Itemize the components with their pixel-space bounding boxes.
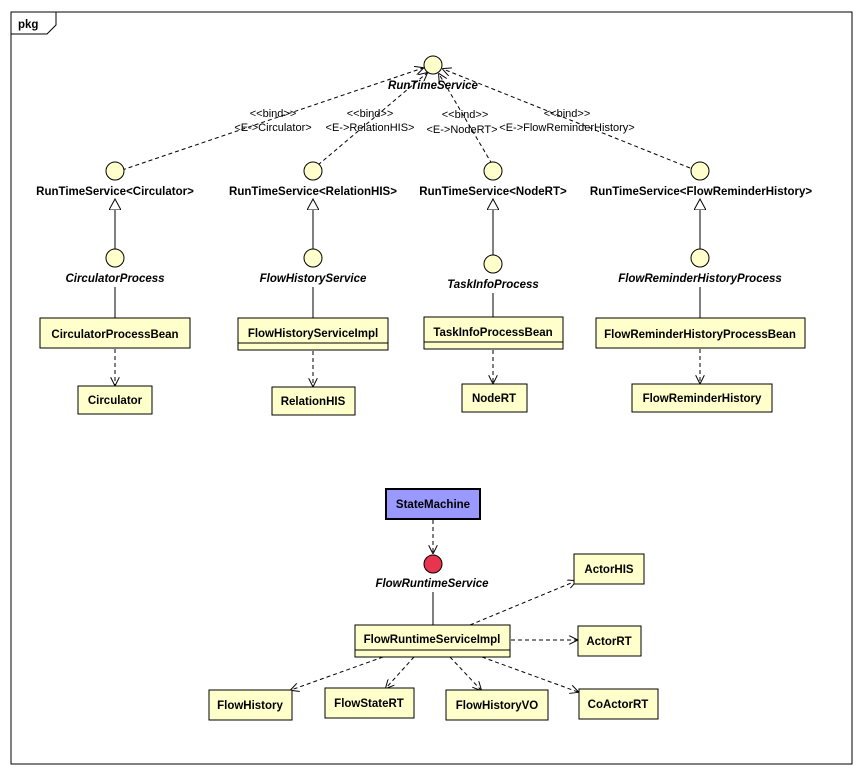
package-frame [10,11,853,765]
bind-param-4: <E->FlowReminderHistory> [499,122,634,134]
runtimeservice-label: RunTimeService [388,80,479,92]
class-label-flowhistory: FlowHistory [217,700,283,712]
class-flowhistoryserviceimpl [237,317,389,351]
flowruntimeservice-interface-icon [423,554,443,574]
sub-interface-label-flowhistoryservice: FlowHistoryService [260,273,367,285]
class-label-flowreminderhistory: FlowReminderHistory [643,393,762,405]
sub-interface-icon-flowhistoryservice [303,248,323,268]
class-flowreminderhistory [631,383,773,413]
bind-stereotype-3: <<bind>> [442,109,489,121]
package-label: pkg [18,19,38,31]
dependency-to-actorhis [469,581,576,626]
class-label-nodert: NodeRT [472,393,516,405]
dependency-to-coactorrt [481,656,578,692]
class-flowruntimeserviceimpl [354,624,511,658]
class-nodert [461,383,528,413]
class-statemachine [385,488,481,520]
class-label-flowstatert: FlowStateRT [334,698,404,710]
dependency-to-flowstatert [386,656,415,688]
bind-stereotype-4: <<bind>> [544,108,591,120]
class-label-actorhis: ActorHIS [584,564,634,576]
bound-interface-label-flowreminderhistory: RunTimeService<FlowReminderHistory> [590,186,812,198]
package-tab [11,12,57,35]
bind-arrow-relationhis [317,73,427,166]
class-label-statemachine: StateMachine [396,499,470,511]
class-circulator [77,385,153,415]
class-taskinfoprocessbean [423,316,564,350]
bound-interface-label-nodert: RunTimeService<NodeRT> [419,186,567,198]
sub-interface-label-circulator: CirculatorProcess [65,273,164,285]
bind-param-3: <E->NodeRT> [426,124,497,136]
sub-interface-icon-flowreminderhistoryprocess [690,248,710,268]
class-label-flowruntimeserviceimpl: FlowRuntimeServiceImpl [364,634,501,646]
flowruntimeservice-label: FlowRuntimeService [375,578,489,590]
bind-stereotype-2: <<bind>> [347,108,394,120]
bound-interface-icon-circulator [105,161,125,181]
class-flowstatert [324,687,415,719]
bind-arrow-circulator [121,68,423,171]
class-label-actorrt: ActorRT [586,636,631,648]
bind-param-2: <E->RelationHIS> [326,122,415,134]
bound-interface-label-relationhis: RunTimeService<RelationHIS> [229,186,397,198]
class-label-flowhistoryserviceimpl: FlowHistoryServiceImpl [248,328,378,340]
bound-interface-icon-relationhis [303,161,323,181]
bound-interface-icon-flowreminderhistory [690,161,710,181]
dependency-to-flowhistoryvo [449,656,481,690]
class-actorhis [573,553,645,585]
bound-interface-label-circulator: RunTimeService<Circulator> [36,186,194,198]
sub-interface-icon-taskinfoprocess [483,254,503,274]
bind-arrow-flowreminderhistory [443,69,691,169]
bind-arrow-nodert [439,74,493,165]
class-actorrt [577,625,642,657]
class-flowhistoryvo [445,689,549,721]
bind-stereotype-1: <<bind>> [250,108,297,120]
bind-param-1: <E->Circulator> [234,122,311,134]
dependency-to-flowhistory [291,656,384,690]
class-flowreminderhistoryprocessbean [595,317,806,349]
class-relationhis [271,386,356,416]
sub-interface-label-flowreminderhistoryprocess: FlowReminderHistoryProcess [618,273,782,285]
class-label-relationhis: RelationHIS [281,396,346,408]
class-label-circulator: Circulator [88,395,143,407]
class-flowhistory [208,689,293,721]
bound-interface-icon-nodert [483,161,503,181]
class-label-flowhistoryvo: FlowHistoryVO [456,700,538,712]
class-label-coactorrt: CoActorRT [588,699,649,711]
class-label-taskinfoprocessbean: TaskInfoProcessBean [433,327,552,339]
sub-interface-label-taskinfoprocess: TaskInfoProcess [447,279,539,291]
class-label-flowreminderhistoryprocessbean: FlowReminderHistoryProcessBean [604,329,796,341]
class-coactorrt [578,688,659,720]
class-label-circulatorprocessbean: CirculatorProcessBean [51,329,178,341]
sub-interface-icon-circulator [105,248,125,268]
runtimeservice-interface-icon [423,55,443,75]
class-circulatorprocessbean [39,317,191,349]
